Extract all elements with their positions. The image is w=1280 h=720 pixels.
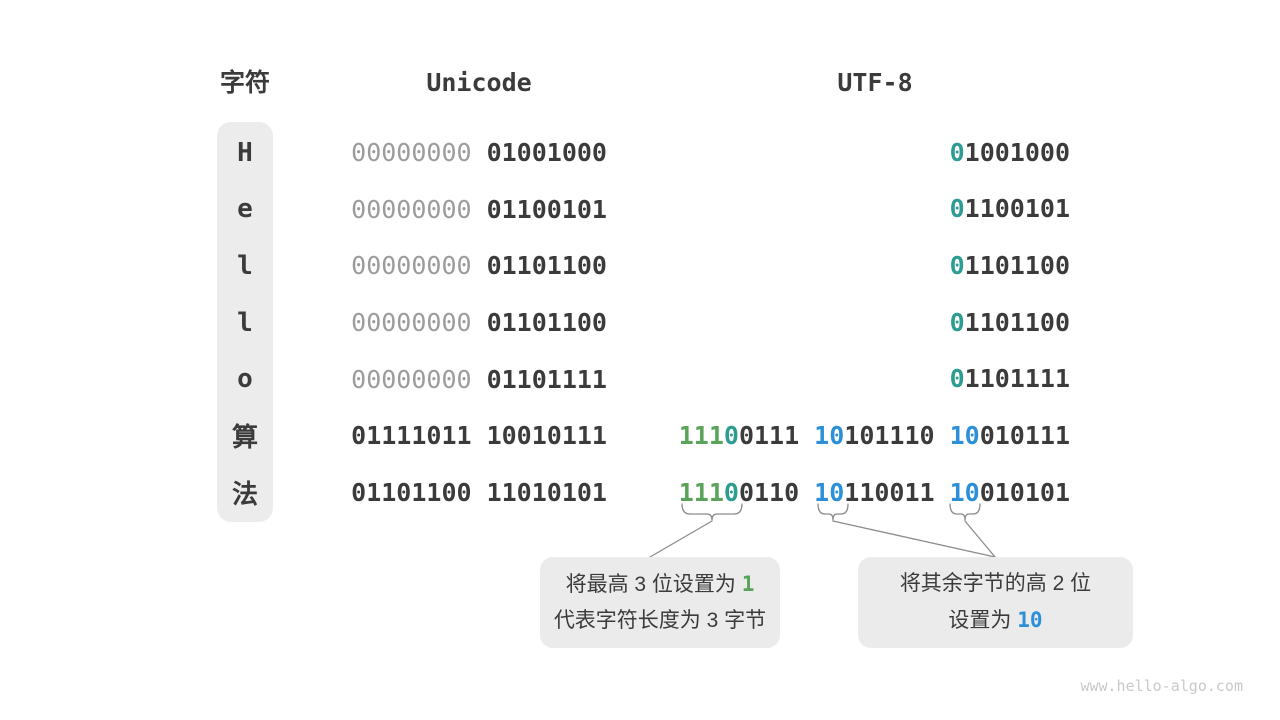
character-cell: o	[217, 351, 273, 408]
utf8-lead-bit: 0	[949, 364, 965, 394]
underbrace-lead-byte	[681, 503, 743, 521]
utf8-lead-bit: 0	[949, 250, 965, 280]
utf8-lead-bit: 0	[949, 307, 965, 337]
character-cell: l	[217, 294, 273, 351]
connector-line-left	[649, 520, 713, 558]
underbrace-continuation-byte2	[817, 503, 849, 521]
callout-continuation-bytes: 将其余字节的高 2 位 设置为 10	[858, 557, 1133, 648]
unicode-leading-zeros: 00000000	[351, 308, 472, 337]
utf8-value: 01101111	[580, 351, 1070, 408]
character-cell: l	[217, 237, 273, 294]
character-cell: e	[217, 181, 273, 238]
unicode-value: 01111011 10010111	[300, 407, 607, 464]
utf8-bits: 110011	[844, 477, 935, 507]
column-header-utf8: UTF-8	[837, 68, 913, 97]
utf8-continuation-marker: 10	[814, 420, 845, 450]
callout-line: 代表字符长度为 3 字节	[554, 603, 766, 639]
unicode-value: 00000000 01101100	[300, 237, 607, 294]
unicode-bits-byte2: 11010101	[486, 478, 607, 507]
unicode-bits: 01101111	[486, 364, 607, 394]
unicode-value: 01101100 11010101	[300, 464, 607, 521]
callout-line: 将最高 3 位设置为 1	[566, 566, 755, 603]
utf8-value: 01001000	[580, 124, 1070, 181]
unicode-bits: 01001000	[486, 138, 607, 167]
utf8-value: 01101100	[580, 294, 1070, 351]
unicode-value: 00000000 01101111	[300, 351, 607, 408]
unicode-value: 00000000 01101100	[300, 294, 607, 351]
character-glyph: l	[237, 250, 253, 281]
character-glyph: o	[237, 364, 253, 395]
utf8-bits: 101110	[844, 420, 935, 450]
unicode-value: 00000000 01100101	[300, 181, 607, 238]
utf8-bits: 1101100	[964, 250, 1070, 280]
column-header-unicode: Unicode	[426, 68, 532, 97]
utf8-continuation-marker: 10	[949, 420, 980, 450]
highlighted-bits-blue: 10	[1017, 608, 1043, 632]
utf8-value: 01101100	[580, 237, 1070, 294]
character-glyph: 法	[231, 480, 258, 510]
character-glyph: H	[237, 137, 253, 168]
unicode-bits-byte1: 01111011	[351, 421, 472, 451]
character-column-pill	[217, 122, 273, 522]
character-glyph: l	[237, 307, 253, 338]
character-cell: 算	[217, 407, 273, 464]
utf8-bits: 010101	[979, 477, 1070, 507]
connector-line-middle	[832, 520, 996, 558]
utf8-bits: 010111	[979, 420, 1070, 450]
unicode-bits-byte2: 10010111	[486, 421, 607, 451]
unicode-bits: 01101100	[486, 251, 607, 281]
utf8-marker-ones: 111	[678, 420, 724, 450]
utf8-marker-zero: 0	[723, 420, 739, 450]
utf8-lead-bit: 0	[949, 137, 965, 167]
unicode-bits: 01100101	[486, 194, 607, 224]
unicode-leading-zeros: 00000000	[351, 251, 472, 281]
utf8-continuation-marker: 10	[814, 477, 845, 507]
callout-line: 设置为 10	[948, 602, 1042, 639]
unicode-value: 00000000 01001000	[300, 124, 607, 181]
unicode-leading-zeros: 00000000	[351, 138, 472, 167]
character-glyph: e	[237, 194, 253, 225]
callout-text: 将最高 3 位设置为	[565, 573, 742, 596]
utf8-marker-zero: 0	[723, 477, 739, 507]
utf8-bits: 1101111	[964, 364, 1070, 394]
callout-line: 将其余字节的高 2 位	[900, 566, 1091, 602]
character-cell: H	[217, 124, 273, 181]
utf8-bits: 1001000	[964, 137, 1070, 167]
callout-text: 将其余字节的高 2 位	[899, 572, 1092, 595]
unicode-bits-byte1: 01101100	[351, 478, 472, 507]
utf8-continuation-marker: 10	[949, 477, 980, 507]
utf8-bits: 1101100	[964, 307, 1070, 337]
utf8-value: 01100101	[580, 181, 1070, 238]
watermark: www.hello-algo.com	[1080, 677, 1243, 695]
callout-lead-byte: 将最高 3 位设置为 1 代表字符长度为 3 字节	[540, 557, 780, 648]
unicode-leading-zeros: 00000000	[351, 364, 472, 394]
column-header-character: 字符	[219, 69, 270, 97]
utf8-lead-bit: 0	[949, 194, 965, 224]
utf8-marker-ones: 111	[678, 477, 724, 507]
callout-text: 代表字符长度为 3 字节	[553, 609, 767, 632]
connector-line-right	[964, 520, 996, 558]
unicode-leading-zeros: 00000000	[351, 194, 472, 224]
utf8-bits: 0110	[738, 477, 800, 507]
utf8-bits: 1100101	[964, 194, 1070, 224]
callout-text: 设置为	[948, 609, 1018, 632]
character-glyph: 算	[231, 423, 258, 454]
unicode-bits: 01101100	[486, 308, 607, 337]
utf8-bits: 0111	[738, 420, 800, 450]
highlighted-bit-green: 1	[741, 572, 755, 596]
underbrace-continuation-byte3	[949, 503, 981, 521]
character-cell: 法	[217, 464, 273, 521]
